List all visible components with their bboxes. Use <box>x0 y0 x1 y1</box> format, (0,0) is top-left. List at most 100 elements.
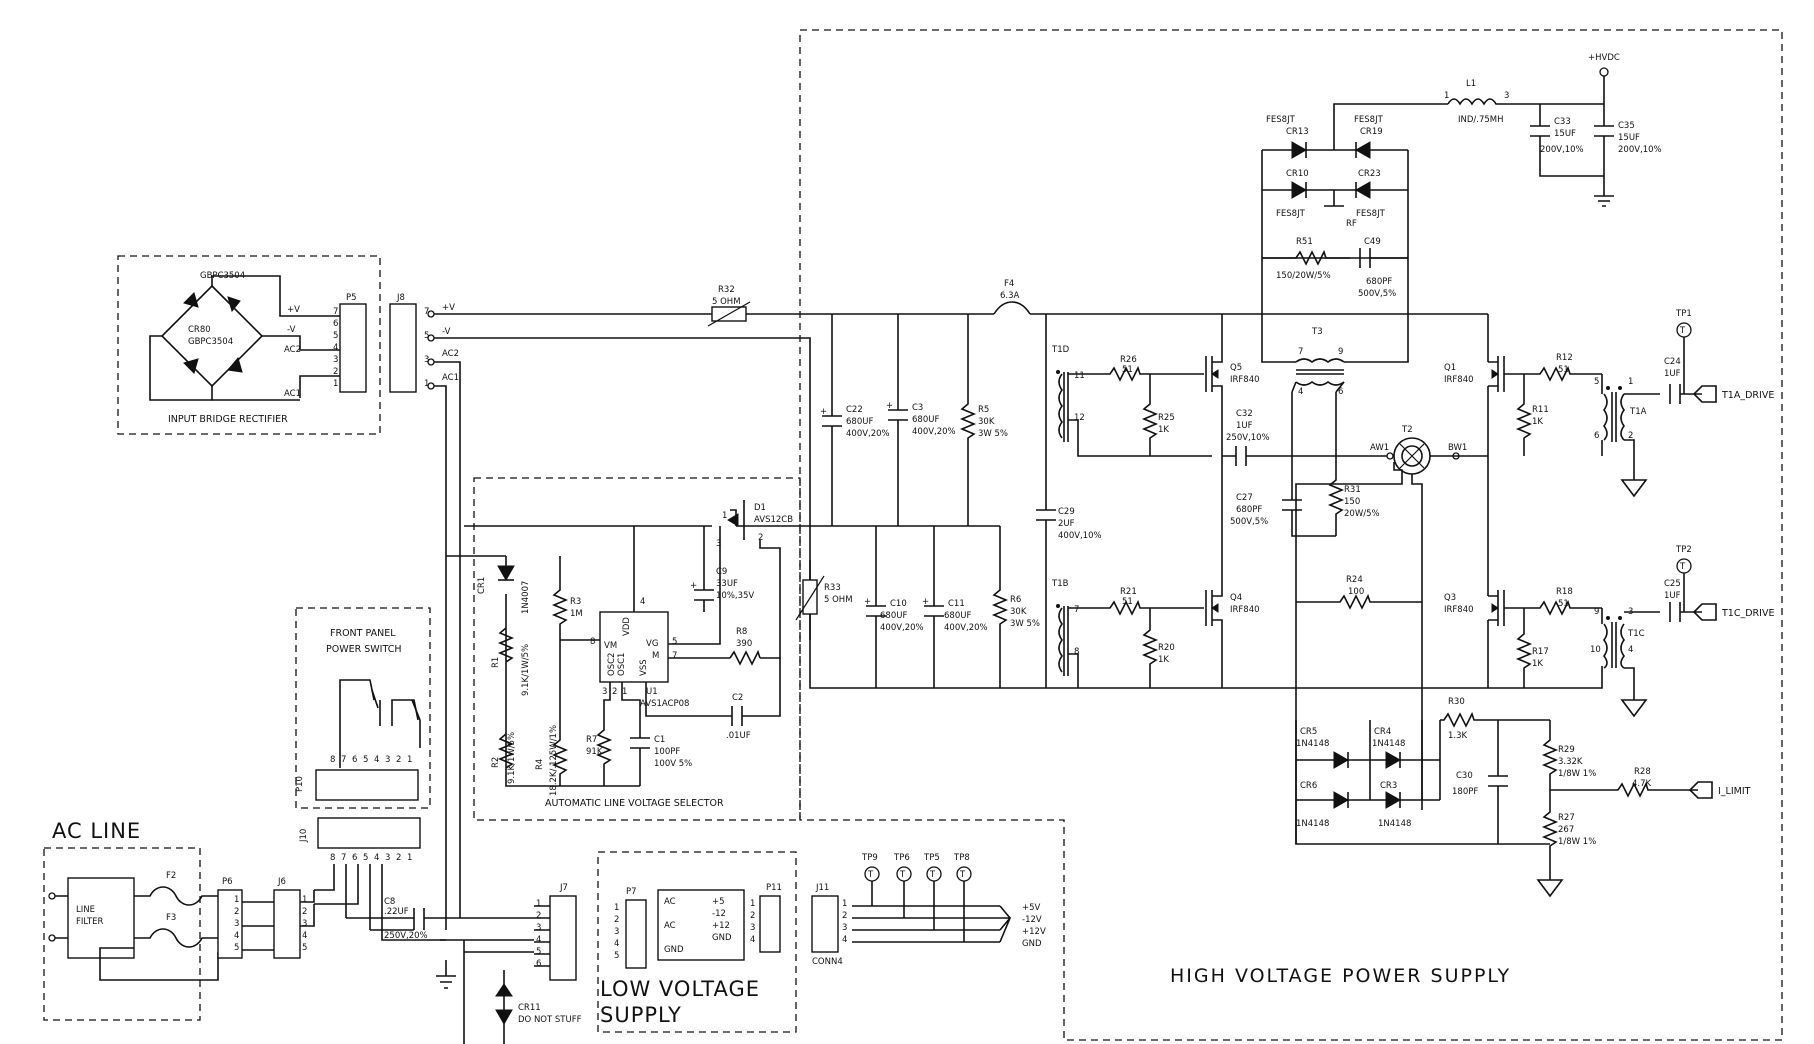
svg-text:250V,20%: 250V,20% <box>384 931 428 941</box>
svg-text:+: + <box>820 407 827 417</box>
svg-text:-12V: -12V <box>1022 915 1042 925</box>
j8-connector: J8 7 5 3 1 +V -V AC2 AC1 <box>389 293 459 393</box>
svg-text:2: 2 <box>842 911 847 921</box>
svg-text:FES8JT: FES8JT <box>1276 209 1306 219</box>
svg-text:LINE: LINE <box>76 905 95 915</box>
bridge-diode-4 <box>227 356 243 373</box>
svg-text:8: 8 <box>330 755 335 765</box>
svg-text:8: 8 <box>590 637 595 647</box>
svg-text:R8: R8 <box>736 627 747 637</box>
svg-text:4: 4 <box>1298 387 1303 397</box>
svg-text:.22UF: .22UF <box>384 907 409 917</box>
svg-text:U1: U1 <box>646 687 658 697</box>
svg-text:+: + <box>864 597 871 607</box>
svg-text:2: 2 <box>234 907 239 917</box>
svg-text:TP2: TP2 <box>1675 545 1692 555</box>
svg-text:AW1: AW1 <box>1370 443 1389 453</box>
hv-supply-title: HIGH VOLTAGE POWER SUPPLY <box>1170 965 1511 987</box>
svg-text:C2: C2 <box>732 693 743 703</box>
svg-text:2UF: 2UF <box>1058 519 1075 529</box>
svg-text:R24: R24 <box>1346 575 1363 585</box>
bridge-diode-2 <box>227 296 241 313</box>
svg-text:7: 7 <box>341 853 346 863</box>
u1-chip <box>599 611 669 683</box>
q1-mosfet: Q1 IRF840 R12 51 R11 1K 5 1 6 2 T1A C24 … <box>1444 309 1774 498</box>
svg-text:R2: R2 <box>491 757 501 768</box>
input-bridge-outline <box>117 255 381 435</box>
svg-text:2: 2 <box>758 533 763 543</box>
svg-text:400V,10%: 400V,10% <box>1058 531 1102 541</box>
svg-text:8: 8 <box>1074 647 1079 657</box>
svg-text:6: 6 <box>352 853 357 863</box>
svg-text:30K: 30K <box>1010 607 1027 617</box>
svg-text:M: M <box>652 651 659 661</box>
output-rectifier: FES8JT CR13 FES8JT CR19 CR10 FES8JT CR23… <box>1262 103 1448 299</box>
svg-text:+V: +V <box>442 303 455 313</box>
bridge-diamond <box>160 284 264 388</box>
svg-text:1: 1 <box>750 899 755 909</box>
svg-text:C49: C49 <box>1364 237 1381 247</box>
svg-text:C9: C9 <box>716 567 727 577</box>
svg-text:1: 1 <box>722 511 727 521</box>
svg-text:3: 3 <box>385 755 390 765</box>
svg-text:11: 11 <box>1074 371 1085 381</box>
svg-text:400V,20%: 400V,20% <box>912 427 956 437</box>
p11-connector: P11 1 2 3 4 <box>750 883 782 953</box>
svg-text:R25: R25 <box>1158 413 1175 423</box>
svg-text:1: 1 <box>1628 377 1633 387</box>
svg-text:Q5: Q5 <box>1230 363 1242 373</box>
svg-text:C24: C24 <box>1664 357 1681 367</box>
svg-text:T3: T3 <box>1311 327 1323 337</box>
svg-text:7: 7 <box>672 651 677 661</box>
j7-connector: J7 1 2 3 4 5 6 <box>534 883 577 981</box>
auto-selector: CR1 1N4007 R1 9.1K/1W/5% R2 9.1K/1W/5% R… <box>477 526 781 796</box>
svg-text:1K: 1K <box>1158 425 1169 435</box>
svg-text:3: 3 <box>424 355 429 365</box>
svg-text:R3: R3 <box>570 597 581 607</box>
svg-text:AC: AC <box>664 897 676 907</box>
svg-text:5: 5 <box>424 331 429 341</box>
svg-text:C30: C30 <box>1456 771 1473 781</box>
svg-text:.01UF: .01UF <box>726 731 751 741</box>
svg-text:R29: R29 <box>1558 745 1575 755</box>
bridge-diode-1 <box>183 292 199 308</box>
power-switch: P10 8 7 6 5 4 3 2 1 <box>295 679 421 801</box>
svg-text:7: 7 <box>424 307 429 317</box>
svg-text:CR23: CR23 <box>1358 169 1381 179</box>
svg-text:1: 1 <box>536 899 541 909</box>
svg-text:AC: AC <box>664 921 676 931</box>
svg-text:CR3: CR3 <box>1380 781 1397 791</box>
svg-text:+5: +5 <box>712 897 725 907</box>
svg-text:4.7K: 4.7K <box>1632 779 1652 789</box>
svg-text:500V,5%: 500V,5% <box>1230 517 1268 527</box>
svg-text:1: 1 <box>333 379 338 389</box>
svg-text:J6: J6 <box>277 877 286 887</box>
svg-text:15UF: 15UF <box>1618 133 1640 143</box>
svg-text:5 OHM: 5 OHM <box>824 595 853 605</box>
svg-text:R27: R27 <box>1558 813 1575 823</box>
svg-text:R18: R18 <box>1556 587 1573 597</box>
svg-text:9: 9 <box>1594 607 1599 617</box>
q3-mosfet: Q3 IRF840 R18 51 R17 1K 9 3 10 4 T1C C25… <box>1444 456 1774 718</box>
svg-text:6: 6 <box>1594 431 1599 441</box>
svg-text:GND: GND <box>1022 939 1042 949</box>
svg-text:12: 12 <box>1074 413 1085 423</box>
svg-text:T1D: T1D <box>1051 345 1070 355</box>
svg-text:1N4148: 1N4148 <box>1296 819 1329 829</box>
svg-text:T1A: T1A <box>1629 407 1647 417</box>
hv-supply-outline <box>799 29 1783 1041</box>
svg-text:4: 4 <box>234 931 239 941</box>
low-voltage-title-2: SUPPLY <box>600 1003 682 1027</box>
svg-text:7: 7 <box>333 307 338 317</box>
svg-text:OSC2: OSC2 <box>607 653 617 676</box>
svg-text:3W 5%: 3W 5% <box>1010 619 1040 629</box>
front-panel-title-2: POWER SWITCH <box>326 644 401 655</box>
svg-text:R33: R33 <box>824 583 841 593</box>
svg-text:1: 1 <box>424 379 429 389</box>
svg-text:RF: RF <box>1346 219 1357 229</box>
svg-text:100V 5%: 100V 5% <box>654 759 692 769</box>
svg-text:200V,10%: 200V,10% <box>1540 145 1584 155</box>
svg-text:T: T <box>1679 562 1686 572</box>
svg-text:IRF840: IRF840 <box>1444 375 1474 385</box>
